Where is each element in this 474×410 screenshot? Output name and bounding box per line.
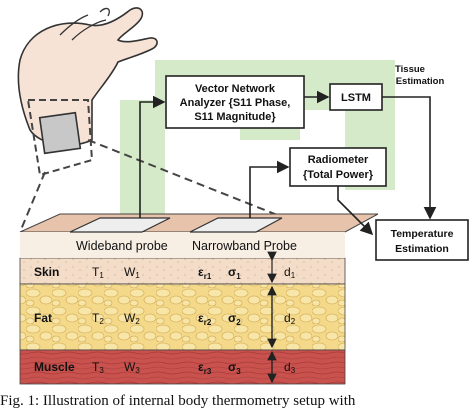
skin-W: W1 bbox=[124, 265, 140, 280]
radiometer-label-line1: Radiometer bbox=[308, 154, 369, 166]
figure-caption: Fig. 1: Illustration of internal body th… bbox=[0, 393, 356, 409]
fat-layer bbox=[19, 283, 346, 351]
narrowband-probe-label: Narrowband Probe bbox=[192, 239, 297, 253]
muscle-W: W3 bbox=[124, 360, 140, 375]
muscle-layer bbox=[19, 349, 346, 385]
radiometer-to-temperature-arrow bbox=[337, 186, 374, 236]
fat-W: W2 bbox=[124, 311, 140, 326]
wideband-to-vna-arrow bbox=[139, 95, 166, 218]
vna-box bbox=[165, 75, 305, 129]
temperature-label-line2: Estimation bbox=[395, 243, 449, 255]
wideband-probe-label: Wideband probe bbox=[76, 239, 168, 253]
skin-sigma: σ1 bbox=[228, 265, 241, 281]
muscle-epsilon: εr3 bbox=[198, 360, 212, 376]
zoom-line-lower bbox=[19, 171, 46, 233]
fat-label: Fat bbox=[34, 311, 52, 325]
lstm-to-temperature-arrow bbox=[382, 96, 437, 220]
hand-illustration bbox=[17, 7, 158, 177]
skin-label: Skin bbox=[34, 265, 59, 279]
diagram-canvas: Vector Network Analyzer {S11 Phase, S11 … bbox=[17, 7, 469, 385]
lstm-box bbox=[329, 83, 383, 111]
radiometer-label-line2: {Total Power} bbox=[303, 169, 374, 181]
narrowband-to-radiometer-arrow bbox=[249, 160, 290, 218]
skin-T: T1 bbox=[92, 265, 104, 280]
vna-label-line2: Analyzer {S11 Phase, bbox=[180, 97, 291, 109]
narrowband-probe bbox=[189, 217, 283, 233]
tissue-estimation-line1: Tissue bbox=[395, 64, 425, 75]
muscle-T: T3 bbox=[92, 360, 104, 375]
muscle-label: Muscle bbox=[34, 360, 75, 374]
radiometer-box bbox=[289, 147, 387, 187]
fat-epsilon: εr2 bbox=[198, 311, 212, 327]
fat-d: d2 bbox=[284, 311, 296, 326]
temperature-label-line1: Temperature bbox=[391, 228, 454, 240]
wideband-probe bbox=[69, 217, 171, 233]
fat-sigma: σ2 bbox=[228, 311, 241, 327]
lstm-pathway-region-lower bbox=[120, 120, 165, 220]
skin-d: d1 bbox=[284, 265, 296, 280]
vna-label-line1: Vector Network bbox=[195, 83, 276, 95]
skin-layer bbox=[19, 257, 346, 285]
lstm-label: LSTM bbox=[341, 92, 371, 104]
fat-T: T2 bbox=[92, 311, 104, 326]
muscle-sigma: σ3 bbox=[228, 360, 241, 376]
vna-label-line3: S11 Magnitude} bbox=[194, 111, 276, 123]
temperature-box bbox=[375, 219, 469, 261]
skin-epsilon: εr1 bbox=[198, 265, 212, 281]
tissue-estimation-line2: Estimation bbox=[396, 76, 445, 87]
zoom-line-upper bbox=[87, 139, 291, 221]
muscle-d: d3 bbox=[284, 360, 296, 375]
